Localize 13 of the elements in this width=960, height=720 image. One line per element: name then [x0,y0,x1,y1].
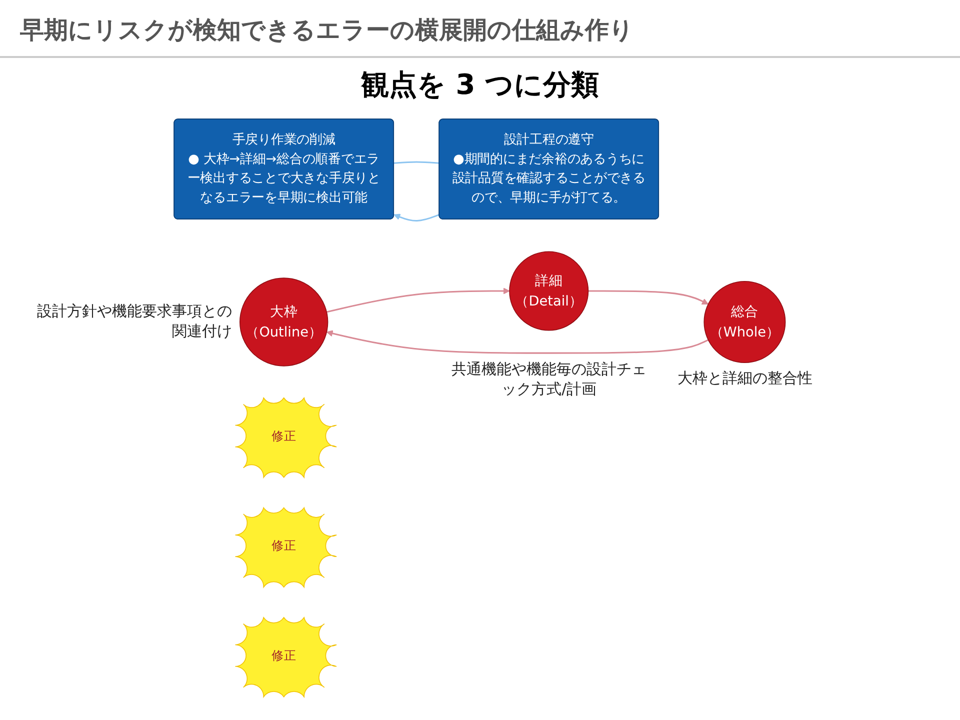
node-circle: 大枠 （Outline） [240,278,328,366]
node-circle: 総合 （Whole） [704,281,786,364]
arrow [588,290,709,304]
note-text: 共通機能や機能毎の設計チェック方式/計画 [450,360,648,400]
node-circle: 詳細 （Detail） [509,251,589,331]
connector [394,161,440,164]
arrow [326,330,709,354]
note-text: 設計方針や機能要求事項との関連付け [36,302,232,342]
section-heading: 観点を 3 つに分類 [360,67,600,103]
arrow [326,288,510,313]
arrow [394,214,440,222]
note-text: 大枠と詳細の整合性 [676,368,814,388]
slide-title: 早期にリスクが検知できるエラーの横展開の仕組み作り [0,0,960,58]
